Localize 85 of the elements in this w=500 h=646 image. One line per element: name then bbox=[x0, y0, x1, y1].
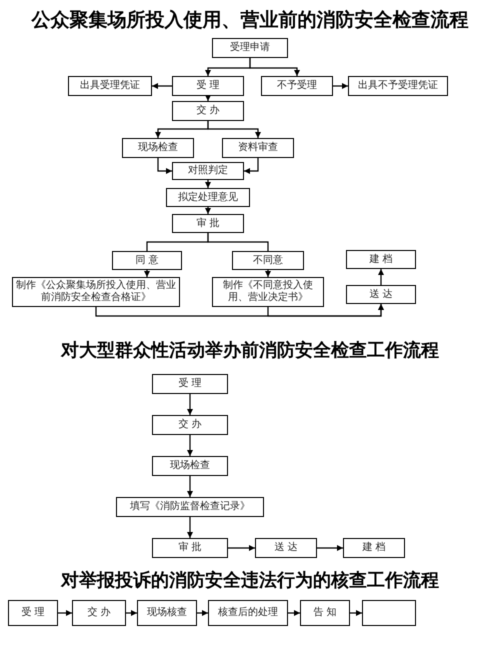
step-label: 资料审查 bbox=[238, 142, 278, 154]
step-label: 核查后的处理 bbox=[218, 607, 278, 619]
step-label: 审 批 bbox=[178, 542, 202, 554]
process-box bbox=[212, 38, 288, 58]
flowchart-title: 公众聚集场所投入使用、营业前的消防安全检查流程 bbox=[30, 8, 470, 33]
arrow bbox=[58, 610, 72, 616]
step-label: 受理申请 bbox=[230, 42, 270, 54]
arrow bbox=[333, 83, 348, 89]
process-box bbox=[343, 538, 405, 558]
step-label: 出具不予受理凭证 bbox=[358, 80, 438, 92]
arrow bbox=[187, 435, 193, 456]
arrow bbox=[157, 158, 172, 174]
arrow bbox=[207, 121, 261, 138]
process-box bbox=[8, 600, 58, 626]
step-label: 制作《不同意投入使用、营业决定书》 bbox=[222, 280, 314, 304]
arrow bbox=[187, 476, 193, 497]
process-box bbox=[172, 76, 244, 96]
process-box bbox=[152, 374, 228, 394]
arrow bbox=[205, 180, 211, 188]
step-label: 审 批 bbox=[196, 218, 220, 230]
process-box bbox=[300, 600, 350, 626]
arrow bbox=[350, 610, 362, 616]
process-box bbox=[222, 138, 294, 158]
arrow bbox=[152, 83, 172, 89]
process-box bbox=[72, 600, 126, 626]
flowchart-title: 对举报投诉的消防安全违法行为的核查工作流程 bbox=[60, 569, 440, 593]
process-box bbox=[208, 600, 288, 626]
arrow bbox=[249, 58, 300, 76]
arrow bbox=[126, 610, 137, 616]
process-box bbox=[255, 538, 317, 558]
arrow bbox=[378, 269, 384, 285]
step-label: 交 办 bbox=[87, 607, 111, 619]
process-box bbox=[122, 138, 194, 158]
flowchart-title: 对大型群众性活动举办前消防安全检查工作流程 bbox=[60, 339, 440, 363]
arrow bbox=[197, 610, 208, 616]
arrow bbox=[267, 304, 384, 317]
arrow bbox=[288, 610, 300, 616]
arrow bbox=[265, 270, 271, 277]
step-label: 建 档 bbox=[362, 542, 386, 554]
step-label: 告 知 bbox=[313, 607, 337, 619]
arrow bbox=[144, 270, 150, 277]
process-box bbox=[116, 497, 264, 517]
step-label: 交 办 bbox=[196, 105, 220, 117]
process-box bbox=[152, 456, 228, 476]
process-box bbox=[261, 76, 333, 96]
process-box bbox=[212, 277, 324, 307]
step-label: 受 理 bbox=[178, 378, 202, 390]
step-label: 受 理 bbox=[21, 607, 45, 619]
arrow bbox=[205, 207, 211, 214]
step-label: 不同意 bbox=[253, 254, 283, 266]
process-box bbox=[172, 214, 244, 233]
arrow bbox=[187, 517, 193, 538]
arrow bbox=[205, 95, 211, 101]
step-label: 送 达 bbox=[369, 288, 393, 300]
step-label: 现场核查 bbox=[147, 607, 187, 619]
arrow bbox=[187, 394, 193, 415]
step-label: 现场检查 bbox=[170, 460, 210, 472]
process-box bbox=[68, 76, 152, 96]
step-label: 对照判定 bbox=[188, 165, 228, 177]
process-box bbox=[172, 162, 244, 180]
empty-box bbox=[362, 600, 416, 626]
arrow bbox=[244, 158, 259, 174]
step-label: 拟定处理意见 bbox=[178, 192, 238, 204]
step-label: 受 理 bbox=[196, 80, 220, 92]
step-label: 交 办 bbox=[178, 419, 202, 431]
process-box bbox=[152, 415, 228, 435]
process-box bbox=[112, 251, 182, 270]
process-box bbox=[152, 538, 228, 558]
process-box bbox=[137, 600, 197, 626]
process-box bbox=[346, 285, 416, 304]
step-label: 现场检查 bbox=[138, 142, 178, 154]
step-label: 建 档 bbox=[369, 254, 393, 266]
step-label: 填写《消防监督检查记录》 bbox=[130, 501, 250, 513]
process-box bbox=[172, 101, 244, 121]
step-label: 不予受理 bbox=[277, 80, 317, 92]
step-label: 出具受理凭证 bbox=[80, 80, 140, 92]
process-box bbox=[348, 76, 448, 96]
arrow bbox=[317, 545, 343, 551]
arrow bbox=[228, 545, 255, 551]
process-box bbox=[166, 188, 250, 207]
step-label: 制作《公众聚集场所投入使用、营业前消防安全检查合格证》 bbox=[16, 280, 176, 304]
process-box bbox=[232, 251, 304, 270]
step-label: 送 达 bbox=[274, 542, 298, 554]
step-label: 同 意 bbox=[135, 254, 159, 266]
process-box bbox=[346, 250, 416, 269]
